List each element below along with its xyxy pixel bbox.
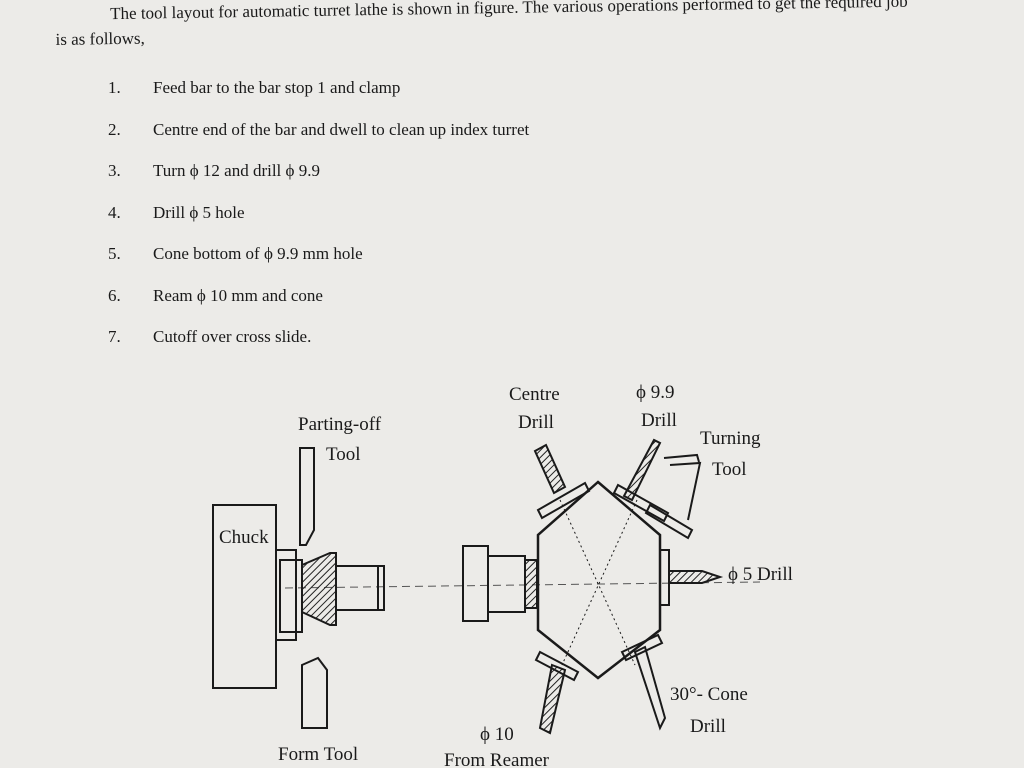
label-chuck: Chuck (219, 527, 269, 548)
drill-5-tool (659, 549, 724, 606)
label-centre-drill: Drill (518, 412, 554, 433)
tool-layout-figure: Parting-off Tool Chuck Form Tool Centre … (212, 382, 793, 768)
step-number: 7. (108, 327, 121, 346)
label-reamer-size: ϕ 10 (480, 724, 514, 745)
label-cone-drill: Drill (690, 716, 726, 737)
step-text: Drill ϕ 5 hole (153, 202, 245, 222)
label-parting-off: Parting-off (298, 414, 382, 435)
label-turning: Turning (700, 428, 761, 449)
cone-drill-tool (620, 633, 667, 731)
turning-tool (644, 453, 702, 540)
step-number: 1. (108, 78, 121, 97)
parting-off-tool (299, 447, 315, 546)
label-parting-off-tool: Tool (326, 444, 361, 465)
label-drill-9-9: ϕ 9.9 (636, 382, 675, 403)
step-text: Centre end of the bar and dwell to clean… (153, 119, 530, 139)
label-drill-9-9-drill: Drill (641, 410, 677, 431)
intro-paragraph: The tool layout for automatic turret lat… (55, 0, 936, 52)
step-text: Feed bar to the bar stop 1 and clamp (153, 78, 401, 97)
label-drill-5: ϕ 5 Drill (728, 564, 793, 585)
step-number: 4. (108, 202, 121, 222)
drill-9-9-tool (612, 438, 670, 523)
step-text: Turn ϕ 12 and drill ϕ 9.9 (153, 161, 320, 180)
label-centre: Centre (509, 384, 560, 405)
label-reamer: From Reamer (444, 750, 550, 768)
step-number: 5. (108, 244, 121, 263)
turret-mount (462, 545, 538, 622)
label-turning-tool: Tool (712, 459, 747, 480)
step-text: Ream ϕ 10 mm and cone (153, 285, 323, 305)
step-text: Cone bottom of ϕ 9.9 mm hole (153, 244, 363, 263)
reamer-tool (534, 650, 580, 735)
step-text: Cutoff over cross slide. (153, 327, 312, 346)
step-number: 2. (108, 119, 121, 139)
label-form-tool: Form Tool (278, 744, 358, 765)
chuck-assembly (212, 504, 385, 689)
hexagon-turret (536, 480, 662, 680)
step-number: 6. (108, 285, 121, 305)
form-tool (301, 656, 328, 729)
step-number: 3. (108, 161, 121, 180)
label-cone: 30°- Cone (670, 684, 748, 705)
centre-drill-tool (533, 443, 591, 520)
